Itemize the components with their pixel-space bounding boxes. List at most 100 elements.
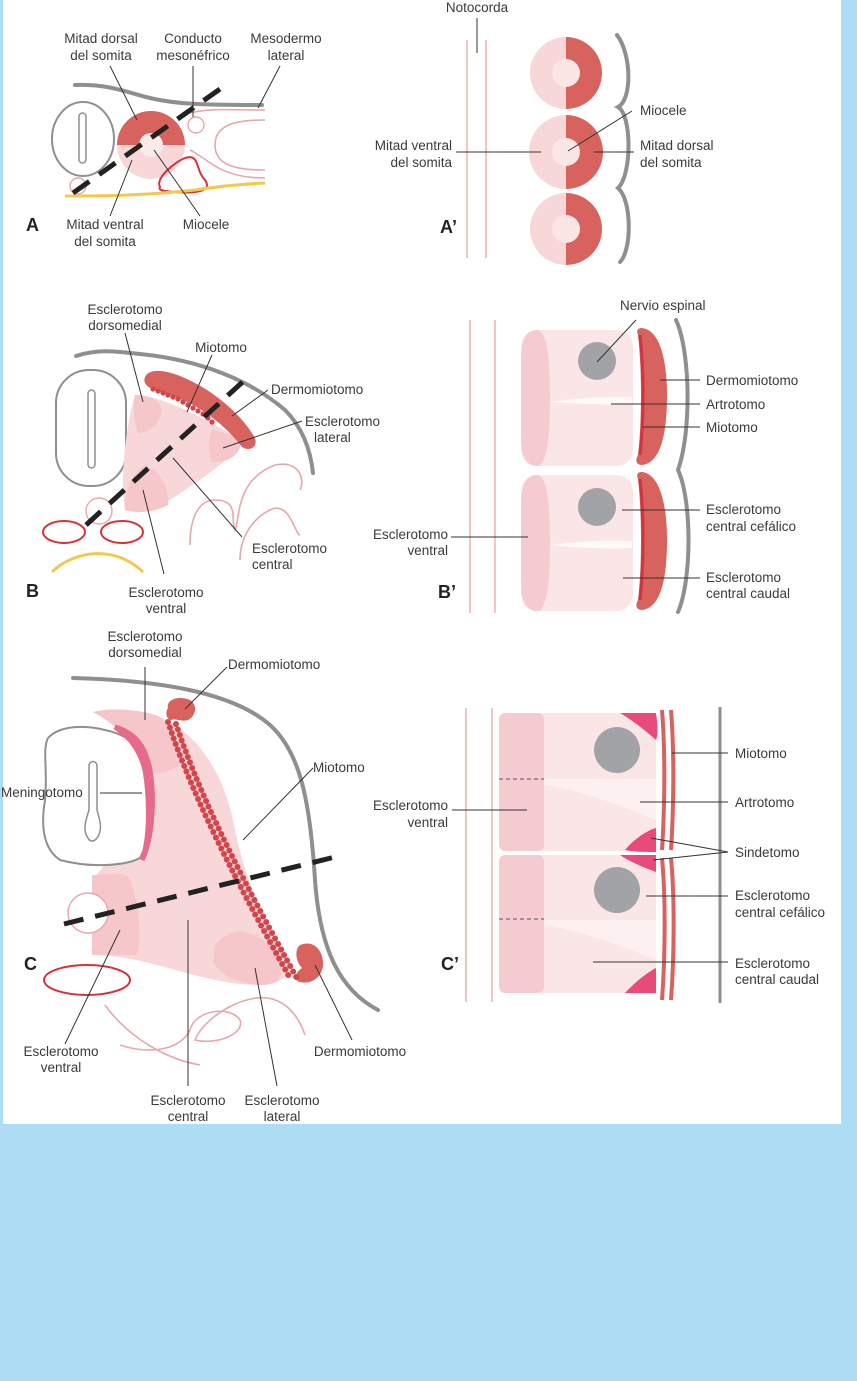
label-a-mesonephric-2: mesonéfrico <box>156 48 230 63</box>
spinal-nerve-lower <box>578 488 616 526</box>
surface-ectoderm <box>73 82 264 107</box>
myotome-cell <box>168 730 175 736</box>
label-a-dorsal-2: del somita <box>70 48 132 63</box>
lateral-mesoderm-c <box>104 997 306 1066</box>
myotome-cell <box>245 886 252 892</box>
myotome-cell <box>278 946 285 953</box>
myotome-cell <box>234 864 241 870</box>
myotome-cell <box>231 858 238 865</box>
label-c-dermomyotome-top: Dermomiotomo <box>228 657 320 672</box>
label-notochord: Notocorda <box>446 0 509 15</box>
myotome-cell <box>195 796 202 802</box>
leader-a-dorsal <box>109 65 138 121</box>
label-b-dorsomedial-2: dorsomedial <box>88 318 162 333</box>
myotome-cell <box>191 770 198 777</box>
myotome-cell <box>176 732 183 738</box>
surface-ectoderm-b-prime <box>674 318 691 614</box>
label-a-lateral-1: Mesodermo <box>250 31 321 46</box>
label-c-dermomyotome-bottom: Dermomiotomo <box>314 1044 406 1059</box>
label-ap-ventral-2: del somita <box>390 155 452 170</box>
myotome-cell <box>185 774 192 780</box>
leader-c-myotome <box>242 767 314 841</box>
myotome-cell <box>229 867 236 874</box>
dermomyotome-lower-b-prime <box>636 472 667 610</box>
leader-c-dermomyotome-bottom <box>314 964 353 1041</box>
myotome-cell <box>269 930 276 936</box>
myotome-cell <box>213 820 220 826</box>
panel-b-prime: Nervio espinal Dermomiotomo Artrotomo Mi… <box>373 298 798 614</box>
myotome-cell <box>258 922 265 929</box>
surface-ectoderm-c <box>71 676 380 1012</box>
myotome-cell <box>170 735 177 742</box>
sclerotome-dorsomedial-b <box>133 395 162 433</box>
myotome-cell <box>226 847 233 854</box>
myotome-cell <box>184 754 191 760</box>
myotome-cell <box>221 851 227 857</box>
myotome-cell <box>179 757 185 764</box>
leader-b-lateral <box>222 420 303 449</box>
sclerotome-lateral-c <box>213 931 282 985</box>
myotome-cell <box>183 768 190 775</box>
panel-letter-a-prime: A’ <box>440 217 457 237</box>
surface-ectoderm-b <box>74 349 315 475</box>
myotome-cell <box>205 803 212 810</box>
myotome-cell <box>165 719 171 725</box>
myotome-cell <box>267 939 274 945</box>
somite <box>530 37 602 109</box>
meningotome <box>113 724 155 862</box>
label-cp-cephalic-1: Esclerotomo <box>735 888 810 903</box>
myotome-line-inner <box>660 709 667 1001</box>
dermomyotome-top-c <box>166 697 196 721</box>
myotome-cell <box>255 917 262 923</box>
nerve-lower-c <box>594 867 640 913</box>
leader-cp-syndetome-lower <box>652 851 729 861</box>
dermomyotome-b <box>144 370 256 449</box>
leader-ap-myocoele <box>567 110 633 152</box>
myotome-cell <box>273 950 280 956</box>
myotome-cell <box>260 913 267 920</box>
label-c-central-1: Esclerotomo <box>150 1093 225 1108</box>
label-a-lateral-2: lateral <box>268 48 305 63</box>
myotome-cell <box>208 809 214 815</box>
label-ap-myocoele: Miocele <box>640 103 687 118</box>
panel-letter-c-prime: C’ <box>441 954 459 974</box>
leader-bp-nerve <box>596 319 637 363</box>
label-c-central-2: central <box>168 1109 209 1124</box>
myotome-cell <box>287 963 294 969</box>
lateral-mesoderm-outer <box>189 108 266 179</box>
myotome-cell <box>180 743 187 749</box>
myotome-cell <box>190 785 197 791</box>
label-c-lateral-2: lateral <box>264 1109 301 1124</box>
label-bp-nerve: Nervio espinal <box>620 298 706 313</box>
myotome-cell <box>187 759 193 766</box>
label-bp-ventral-1: Esclerotomo <box>373 527 448 542</box>
myotome-cell <box>285 972 292 978</box>
label-c-dorsomedial-2: dorsomedial <box>108 645 182 660</box>
sclerotome-block-upper <box>521 330 633 466</box>
leader-b-dorsomedial <box>124 332 144 403</box>
myotome-cell <box>212 834 219 841</box>
surface-ectoderm-a-prime <box>613 33 631 264</box>
label-b-ventral-2: ventral <box>146 601 187 616</box>
myotome-cell <box>192 790 199 797</box>
myotome-cell <box>176 752 183 758</box>
myotome-cell <box>279 961 286 967</box>
myotome-cell <box>293 974 300 980</box>
label-c-ventral-1: Esclerotomo <box>23 1044 98 1059</box>
syndetome-upper-middle <box>625 828 656 852</box>
myotome-cell <box>218 845 225 852</box>
sclerotome-block-lower-c <box>499 855 656 993</box>
leader-b-dermomyotome <box>231 389 269 417</box>
label-bp-caudal-2: central caudal <box>706 586 790 601</box>
myotome-cell <box>200 792 207 799</box>
endoderm-b <box>50 552 145 574</box>
label-bp-cephalic-2: central cefálico <box>706 519 796 534</box>
somite <box>530 193 602 265</box>
label-c-lateral-1: Esclerotomo <box>244 1093 319 1108</box>
leader-a-lateral <box>257 65 281 109</box>
label-b-ventral-1: Esclerotomo <box>128 585 203 600</box>
sclerotome-central-c <box>92 709 291 985</box>
myotome-upper-b-prime <box>638 334 645 456</box>
panel-a: Mitad dorsal del somita Conducto mesonéf… <box>26 31 322 249</box>
label-b-myotome: Miotomo <box>195 340 247 355</box>
